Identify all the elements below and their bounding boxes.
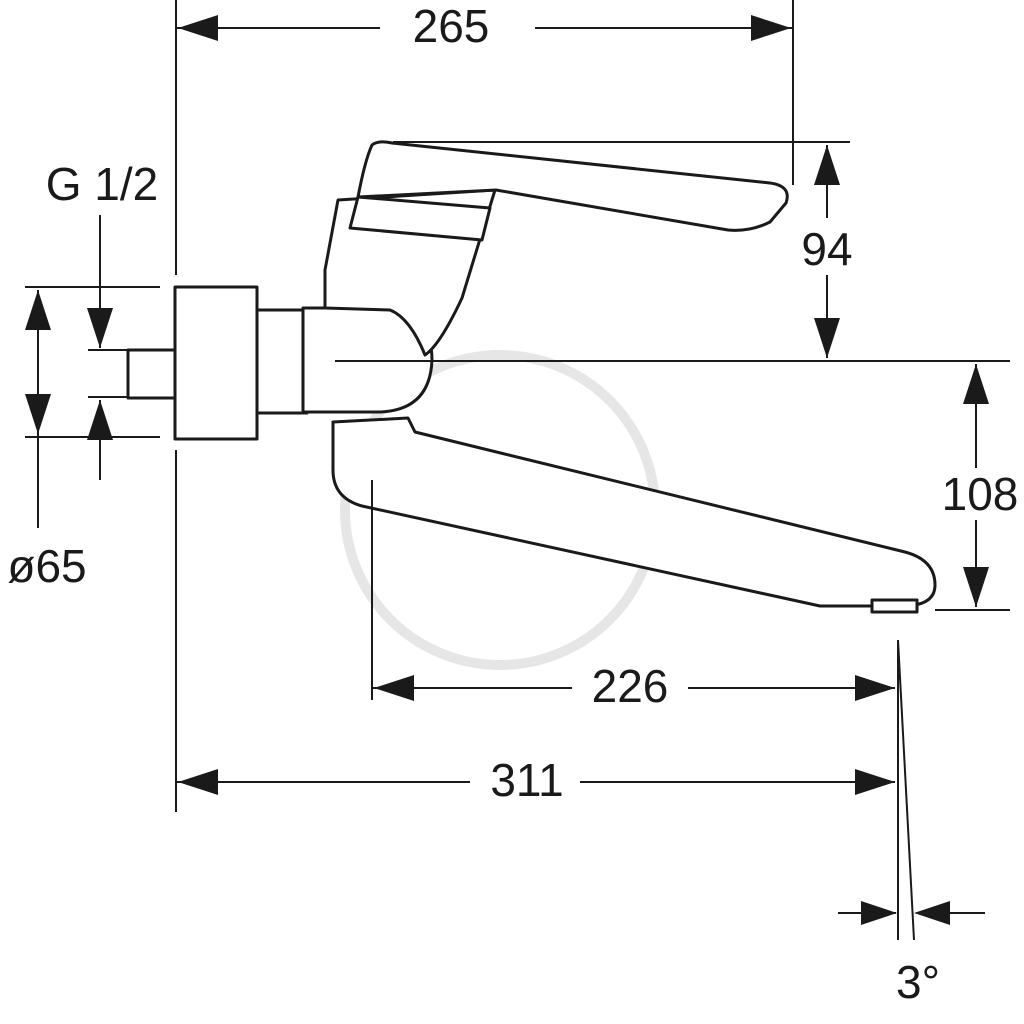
- arrow-311-left: [178, 769, 218, 795]
- label-diameter: ø65: [7, 540, 86, 592]
- arrow-thread-top: [87, 308, 113, 348]
- label-265: 265: [413, 0, 490, 52]
- arrow-108-top: [963, 364, 989, 404]
- arrow-angle-right: [914, 901, 950, 925]
- arrow-311-right: [855, 769, 895, 795]
- arrow-265-left: [178, 15, 218, 41]
- arrow-angle-left: [861, 901, 897, 925]
- arrow-265-right: [751, 15, 791, 41]
- spout: [331, 416, 937, 608]
- arrow-thread-bottom: [87, 400, 113, 440]
- arrow-diameter-top: [25, 290, 51, 330]
- label-94: 94: [801, 223, 852, 275]
- arrow-94-top: [814, 145, 840, 185]
- dim-thread: G 1/2: [46, 158, 159, 480]
- thread-connector: [126, 348, 177, 400]
- cartridge-band: [348, 195, 492, 242]
- aerator: [870, 598, 919, 614]
- label-226: 226: [592, 660, 669, 712]
- label-angle: 3°: [896, 956, 940, 1008]
- label-thread: G 1/2: [46, 158, 159, 210]
- dim-diameter: ø65: [7, 286, 160, 592]
- dim-angle: 3°: [838, 639, 985, 1008]
- arrow-226-left: [374, 675, 414, 701]
- wall-flange: [173, 285, 259, 441]
- arrow-226-right: [855, 675, 895, 701]
- lever-handle: [356, 140, 789, 232]
- arrow-diameter-bottom: [25, 394, 51, 434]
- connector-neck: [255, 308, 309, 415]
- arrow-108-bottom: [963, 567, 989, 607]
- label-311: 311: [490, 754, 563, 806]
- arrow-94-bottom: [814, 318, 840, 358]
- dim-108: 108: [935, 364, 1019, 611]
- dim-226: 226: [371, 480, 895, 712]
- faucet-body: [126, 140, 1010, 614]
- dim-265: 265: [175, 0, 794, 275]
- dim-94: 94: [393, 141, 853, 358]
- label-108: 108: [942, 468, 1019, 520]
- dim-311: 311: [175, 450, 895, 812]
